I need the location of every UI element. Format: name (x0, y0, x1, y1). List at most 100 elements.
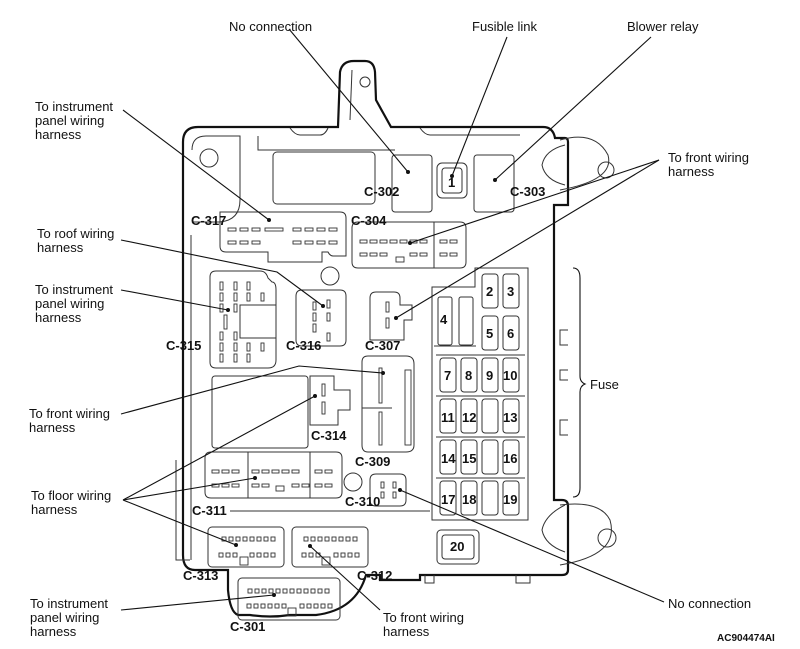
id-c317: C-317 (191, 213, 226, 228)
id-c302: C-302 (364, 184, 399, 199)
label-blower-relay: Blower relay (627, 19, 699, 34)
label-to-ip-harness-2-line1: To instrument (35, 282, 113, 297)
fuse-12-number: 12 (462, 410, 476, 425)
fuse-block (431, 267, 529, 521)
fuse-3-number: 3 (507, 284, 514, 299)
connector-c316 (295, 289, 347, 347)
relay-socket-blank (272, 151, 376, 205)
fuse-slot (481, 480, 499, 516)
fuse-19-number: 19 (503, 492, 517, 507)
mount-hole-bottom-right (597, 528, 617, 548)
fuse-10-number: 10 (503, 368, 517, 383)
label-to-ip-harness-1-line1: To instrument (35, 99, 113, 114)
connector-c310 (369, 473, 407, 507)
fuse-slot (439, 398, 457, 434)
fuse-7-number: 7 (444, 368, 451, 383)
fuse-slot (439, 357, 457, 393)
figure-code: AC904474AI (717, 633, 775, 644)
id-c312: C-312 (357, 568, 392, 583)
label-to-ip-harness-2-line3: harness (35, 310, 82, 325)
fuse-bracket (572, 267, 587, 498)
label-to-front-harness-l-line1: To front wiring (29, 406, 110, 421)
label-to-front-harness-tr-line2: harness (668, 164, 715, 179)
fuse-slot (502, 273, 520, 309)
fuse-slot (502, 398, 520, 434)
bolt-hole-top (359, 76, 371, 88)
connector-c302 (391, 154, 433, 213)
id-c315: C-315 (166, 338, 201, 353)
label-to-front-harness-tr-line1: To front wiring (668, 150, 749, 165)
fuse-1-number: 1 (448, 175, 455, 190)
fuse-20-socket (436, 529, 480, 565)
label-fuse: Fuse (590, 377, 619, 392)
fuse-slot (460, 357, 478, 393)
id-c303: C-303 (510, 184, 545, 199)
label-to-ip-harness-1-line3: harness (35, 127, 82, 142)
fuse-20-number: 20 (450, 539, 464, 554)
label-to-ip-harness-3-line1: To instrument (30, 596, 108, 611)
id-c304: C-304 (351, 213, 387, 228)
fuse-slot (460, 480, 478, 516)
fuse-slot (439, 480, 457, 516)
fuse-8-number: 8 (465, 368, 472, 383)
fuse-17-number: 17 (441, 492, 455, 507)
fuse-13-number: 13 (503, 410, 517, 425)
id-c313: C-313 (183, 568, 218, 583)
fuse-slot (439, 439, 457, 475)
fuse-6-number: 6 (507, 326, 514, 341)
label-to-roof-harness-line1: To roof wiring (37, 226, 114, 241)
id-c316: C-316 (286, 338, 321, 353)
connector-c315 (209, 270, 277, 369)
label-to-front-harness-b-line2: harness (383, 624, 430, 639)
fuse-4-number: 4 (440, 312, 448, 327)
fuse-slot (481, 315, 499, 351)
label-no-connection-bottom: No connection (668, 596, 751, 611)
locator-hole-2 (343, 472, 363, 492)
leader-dots (226, 170, 497, 597)
fusible-link-socket (436, 162, 468, 199)
id-c310: C-310 (345, 494, 380, 509)
fuse-16-number: 16 (503, 451, 517, 466)
connector-c307 (369, 291, 413, 341)
id-c307: C-307 (365, 338, 400, 353)
label-no-connection-top: No connection (229, 19, 312, 34)
fuse-slot (481, 273, 499, 309)
fuse-slot (481, 439, 499, 475)
label-to-ip-harness-3-line2: panel wiring (30, 610, 99, 625)
connector-c313 (207, 526, 285, 568)
id-c309: C-309 (355, 454, 390, 469)
connector-c309 (361, 355, 415, 453)
label-to-ip-harness-2-line2: panel wiring (35, 296, 104, 311)
connector-c317 (219, 211, 347, 263)
fuse-slot (502, 357, 520, 393)
fuse-slot (502, 315, 520, 351)
fuse-14-number: 14 (441, 451, 456, 466)
fuse-slot (481, 357, 499, 393)
id-c311: C-311 (192, 503, 227, 518)
connector-c311 (204, 451, 343, 499)
label-to-ip-harness-3-line3: harness (30, 624, 77, 639)
fuse-slot (502, 439, 520, 475)
label-to-roof-harness-line2: harness (37, 240, 84, 255)
label-fusible-link: Fusible link (472, 19, 538, 34)
label-to-front-harness-l-line2: harness (29, 420, 76, 435)
connector-c303 (473, 154, 515, 213)
label-to-floor-harness-line1: To floor wiring (31, 488, 111, 503)
fuse-slot (481, 398, 499, 434)
locator-hole (320, 266, 340, 286)
label-to-ip-harness-1-line2: panel wiring (35, 113, 104, 128)
id-c314: C-314 (311, 428, 347, 443)
leader-lines (120, 28, 665, 611)
fuse-2-number: 2 (486, 284, 493, 299)
label-to-front-harness-b-line1: To front wiring (383, 610, 464, 625)
fuse-slot (460, 398, 478, 434)
connector-c312 (291, 526, 369, 568)
fuse-slot (460, 439, 478, 475)
fuse-18-number: 18 (462, 492, 476, 507)
fuse-11-number: 11 (441, 410, 455, 425)
label-to-floor-harness-line2: harness (31, 502, 78, 517)
id-c301: C-301 (230, 619, 265, 634)
fuse-15-number: 15 (462, 451, 476, 466)
fuse-9-number: 9 (486, 368, 493, 383)
